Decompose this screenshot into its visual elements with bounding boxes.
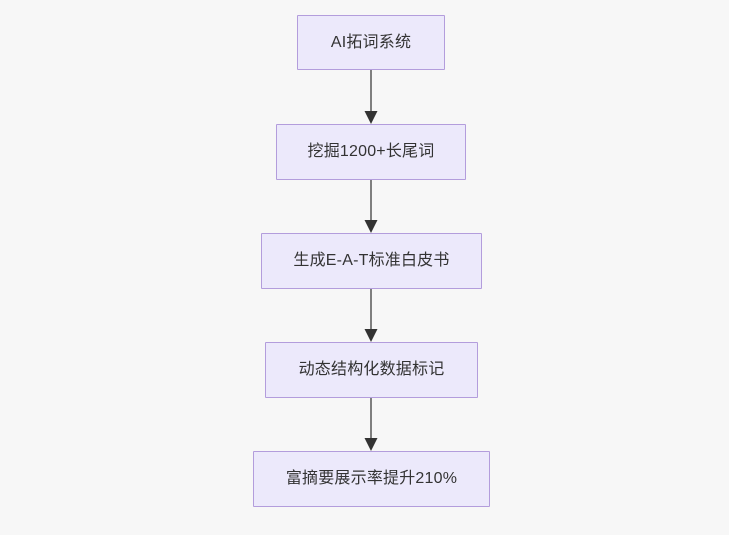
edge-n4-n5 [364,398,378,451]
edge-n1-n2 [364,70,378,124]
flow-node-label: 动态结构化数据标记 [298,361,445,378]
flow-node-mine-longtail-keywords[interactable]: 挖掘1200+长尾词 [276,124,466,180]
flow-node-ai-keyword-system[interactable]: AI拓词系统 [297,15,445,70]
flow-node-dynamic-structured-data-markup[interactable]: 动态结构化数据标记 [265,342,478,398]
flow-node-label: AI拓词系统 [330,33,412,51]
edge-n2-n3 [364,180,378,233]
flow-node-generate-eat-whitepaper[interactable]: 生成E-A-T标准白皮书 [261,233,482,289]
edge-n3-n4 [364,289,378,342]
flow-node-label: 挖掘1200+长尾词 [307,143,435,160]
flow-node-label: 生成E-A-T标准白皮书 [293,252,450,269]
flow-node-rich-snippet-rate-increase[interactable]: 富摘要展示率提升210% [253,451,490,507]
flow-node-label: 富摘要展示率提升210% [285,470,458,487]
